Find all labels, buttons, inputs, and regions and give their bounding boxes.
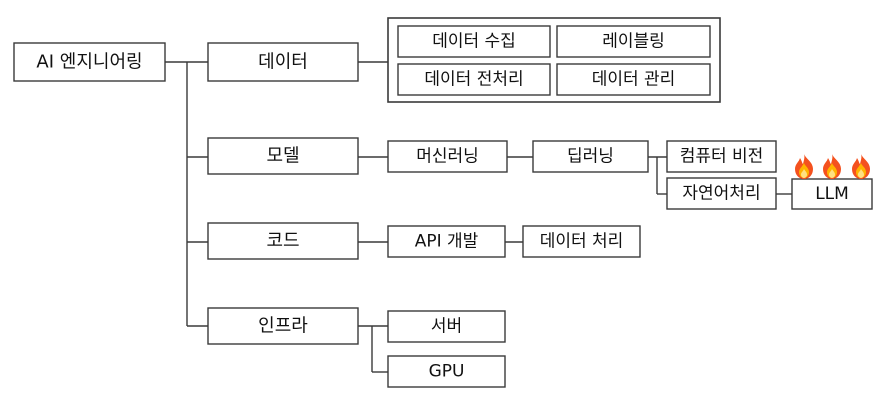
nlp-node: 자연어처리	[666, 177, 777, 210]
data-collection-node: 데이터 수집	[397, 25, 551, 58]
deep-learning-label: 딥러닝	[567, 147, 614, 167]
gpu-label: GPU	[429, 362, 465, 382]
category-model-label: 모델	[266, 146, 299, 167]
connectors	[165, 61, 792, 373]
labeling-label: 레이블링	[602, 32, 665, 52]
category-code-label: 코드	[266, 231, 299, 252]
deep-learning-node: 딥러닝	[532, 140, 649, 173]
server-label: 서버	[431, 317, 462, 337]
computer-vision-node: 컴퓨터 비전	[666, 140, 777, 173]
nlp-label: 자연어처리	[682, 184, 760, 204]
fire-icon	[795, 154, 813, 179]
server-node: 서버	[387, 310, 506, 343]
category-model-node: 모델	[207, 137, 359, 175]
category-data-node: 데이터	[207, 42, 359, 82]
data-preprocessing-label: 데이터 전처리	[424, 70, 523, 90]
api-development-label: API 개발	[415, 232, 479, 252]
computer-vision-label: 컴퓨터 비전	[680, 147, 764, 167]
data-processing-label: 데이터 처리	[540, 232, 624, 252]
machine-learning-label: 머신러닝	[416, 147, 479, 167]
machine-learning-node: 머신러닝	[387, 140, 508, 173]
category-data-label: 데이터	[258, 52, 308, 73]
api-development-node: API 개발	[387, 225, 506, 258]
category-infra-label: 인프라	[258, 316, 308, 337]
data-items-group: 데이터 수집 레이블링 데이터 전처리 데이터 관리	[387, 17, 721, 103]
data-preprocessing-node: 데이터 전처리	[397, 63, 551, 96]
root-label: AI 엔지니어링	[36, 52, 142, 73]
gpu-node: GPU	[387, 355, 506, 388]
fire-icon	[852, 154, 870, 179]
llm-node: LLM	[791, 178, 873, 210]
labeling-node: 레이블링	[556, 25, 711, 58]
llm-fire-icons	[795, 154, 870, 179]
llm-label: LLM	[815, 184, 849, 204]
data-collection-label: 데이터 수집	[432, 32, 516, 52]
category-code-node: 코드	[207, 222, 359, 260]
root-node: AI 엔지니어링	[13, 42, 166, 82]
data-management-node: 데이터 관리	[556, 63, 711, 96]
data-management-label: 데이터 관리	[592, 70, 676, 90]
fire-icon	[823, 154, 841, 179]
category-infra-node: 인프라	[207, 307, 359, 345]
data-processing-node: 데이터 처리	[522, 225, 641, 258]
